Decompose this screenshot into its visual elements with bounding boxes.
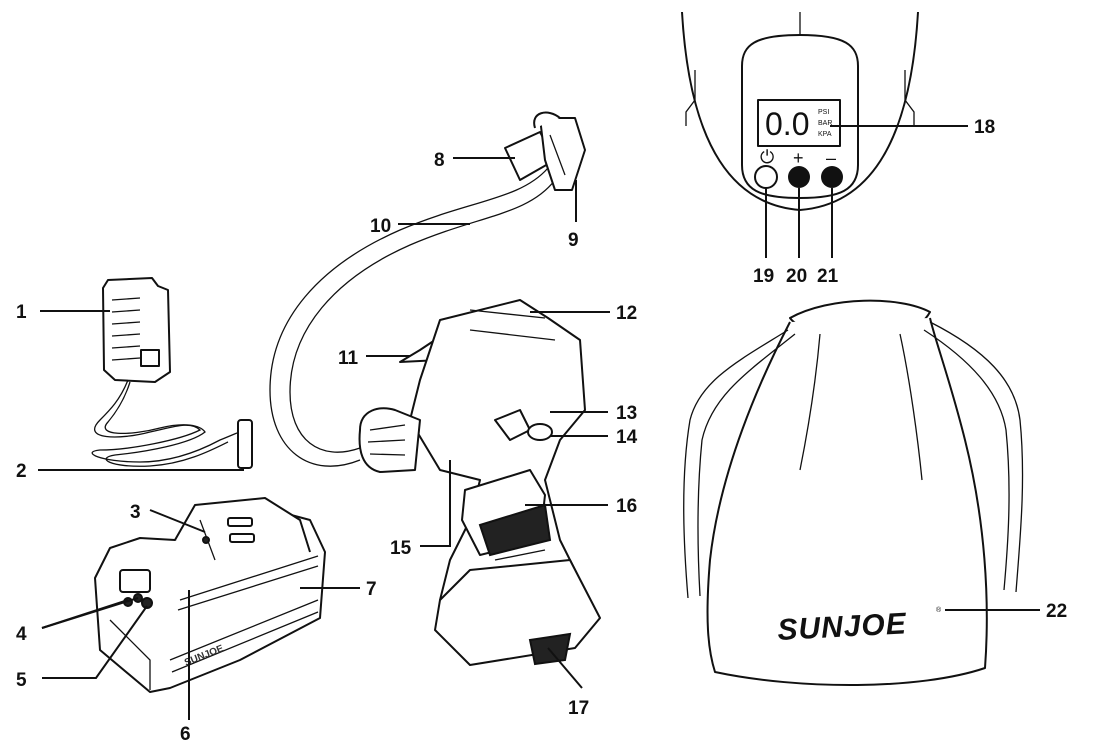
callout-19: 19: [753, 188, 774, 287]
svg-text:19: 19: [753, 266, 774, 287]
svg-text:10: 10: [370, 216, 391, 237]
callout-9: 9: [568, 180, 579, 251]
svg-text:17: 17: [568, 698, 589, 719]
svg-text:21: 21: [817, 266, 839, 287]
svg-text:14: 14: [616, 427, 638, 448]
svg-text:13: 13: [616, 403, 637, 424]
power-icon: ⏻: [760, 147, 774, 167]
plus-icon: +: [793, 148, 804, 168]
svg-text:11: 11: [338, 348, 359, 369]
callout-11: 11: [338, 348, 410, 369]
svg-text:9: 9: [568, 230, 579, 251]
storage-bag: SUNJOE ®: [683, 299, 1024, 687]
callout-17: 17: [547, 647, 589, 719]
callout-14: 14: [550, 427, 638, 448]
callout-12: 12: [530, 303, 637, 324]
callout-2: 2: [16, 461, 244, 482]
svg-text:6: 6: [180, 724, 191, 743]
air-chuck: [504, 111, 586, 191]
callout-22: 22: [945, 601, 1067, 622]
power-button: [754, 165, 778, 189]
callout-4: 4: [16, 597, 139, 645]
svg-text:18: 18: [974, 117, 995, 138]
svg-text:16: 16: [616, 496, 637, 517]
svg-text:3: 3: [130, 502, 141, 523]
plus-button: [788, 166, 810, 188]
callout-5: 5: [16, 605, 148, 691]
minus-icon: –: [826, 148, 836, 168]
callout-3: 3: [130, 502, 206, 533]
lcd-reading: 0.0: [765, 106, 809, 142]
callout-20: 20: [786, 188, 807, 287]
bag-brand: SUNJOE: [777, 607, 908, 647]
svg-text:1: 1: [16, 302, 27, 323]
svg-text:7: 7: [366, 579, 377, 600]
svg-text:15: 15: [390, 538, 412, 559]
callout-6: 6: [180, 590, 191, 743]
svg-text:4: 4: [16, 624, 27, 645]
svg-text:22: 22: [1046, 601, 1067, 622]
svg-text:2: 2: [16, 461, 27, 482]
control-panel: 0.0 PSI BAR KPA ⏻ + –: [681, 11, 919, 211]
lcd-screen: [757, 99, 841, 147]
svg-text:20: 20: [786, 266, 807, 287]
svg-text:5: 5: [16, 670, 27, 691]
unit-kpa: KPA: [818, 131, 832, 138]
callout-1: 1: [16, 302, 110, 323]
svg-text:8: 8: [434, 150, 445, 171]
callout-13: 13: [550, 403, 637, 424]
charger-adapter: [91, 277, 253, 469]
unit-psi: PSI: [818, 109, 829, 116]
callout-18: 18: [830, 117, 995, 138]
unit-bar: BAR: [818, 120, 832, 127]
svg-text:12: 12: [616, 303, 637, 324]
callout-8: 8: [434, 150, 515, 171]
svg-text:®: ®: [936, 606, 942, 614]
callout-16: 16: [525, 496, 637, 517]
callout-21: 21: [817, 188, 839, 287]
callout-15: 15: [390, 460, 451, 559]
callout-10: 10: [370, 216, 470, 237]
inflator-body: [358, 299, 601, 666]
battery-pack: SUNJOE: [94, 497, 326, 693]
hose: [269, 167, 556, 467]
callout-7: 7: [300, 579, 377, 600]
minus-button: [821, 166, 843, 188]
